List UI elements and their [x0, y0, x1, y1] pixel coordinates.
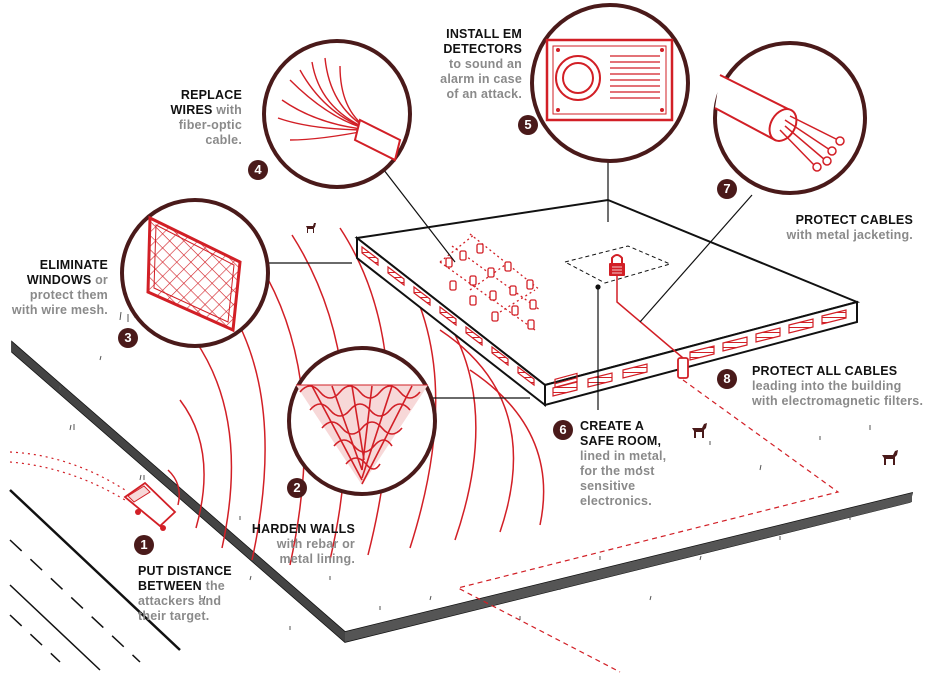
- step-4-label: REPLACE WIRES with fiber-optic cable.: [170, 88, 242, 147]
- step-8-label: PROTECT ALL CABLES leading into the buil…: [752, 364, 924, 408]
- leader-lines: [268, 160, 753, 410]
- deer-icon: [306, 223, 898, 465]
- road: [9, 489, 181, 671]
- safe-room-outline: [563, 245, 672, 284]
- em-filter: [677, 357, 689, 379]
- underground-cable: [456, 379, 840, 673]
- step-1-label: PUT DISTANCE BETWEEN the attackers and t…: [138, 564, 232, 623]
- step-7-badge: 7: [717, 179, 737, 199]
- step-4-badge: 4: [248, 160, 268, 180]
- step-5-label: INSTALL EM DETECTORS to sound an alarm i…: [440, 27, 522, 101]
- step-8-badge: 8: [717, 369, 737, 389]
- building-cable: [616, 276, 684, 359]
- building-vents: [361, 245, 847, 397]
- window-mesh-icon: [120, 198, 270, 348]
- em-detector-icon: [530, 3, 690, 163]
- step-3-label: ELIMINATE WINDOWS or protect them with w…: [11, 258, 108, 317]
- van-trail: [9, 451, 126, 491]
- grass: [59, 309, 871, 630]
- step-7-label: PROTECT CABLES with metal jacketing.: [786, 213, 913, 242]
- step-2-badge: 2: [287, 478, 307, 498]
- van-icon: [123, 481, 177, 531]
- step-1-badge: 1: [134, 535, 154, 555]
- fiber-optic-icon: [262, 39, 412, 189]
- step-3-badge: 3: [118, 328, 138, 348]
- step-2-label: HARDEN WALLS with rebar or metal lining.: [251, 522, 355, 566]
- step-5-badge: 5: [518, 115, 538, 135]
- em-detector-grid: [439, 233, 541, 331]
- padlock-icon: [609, 254, 625, 276]
- step-6-label: CREATE A SAFE ROOM, lined in metal, for …: [580, 419, 667, 508]
- cable-icon: [713, 41, 867, 195]
- step-6-badge: 6: [553, 420, 573, 440]
- rebar-icon: [287, 346, 437, 496]
